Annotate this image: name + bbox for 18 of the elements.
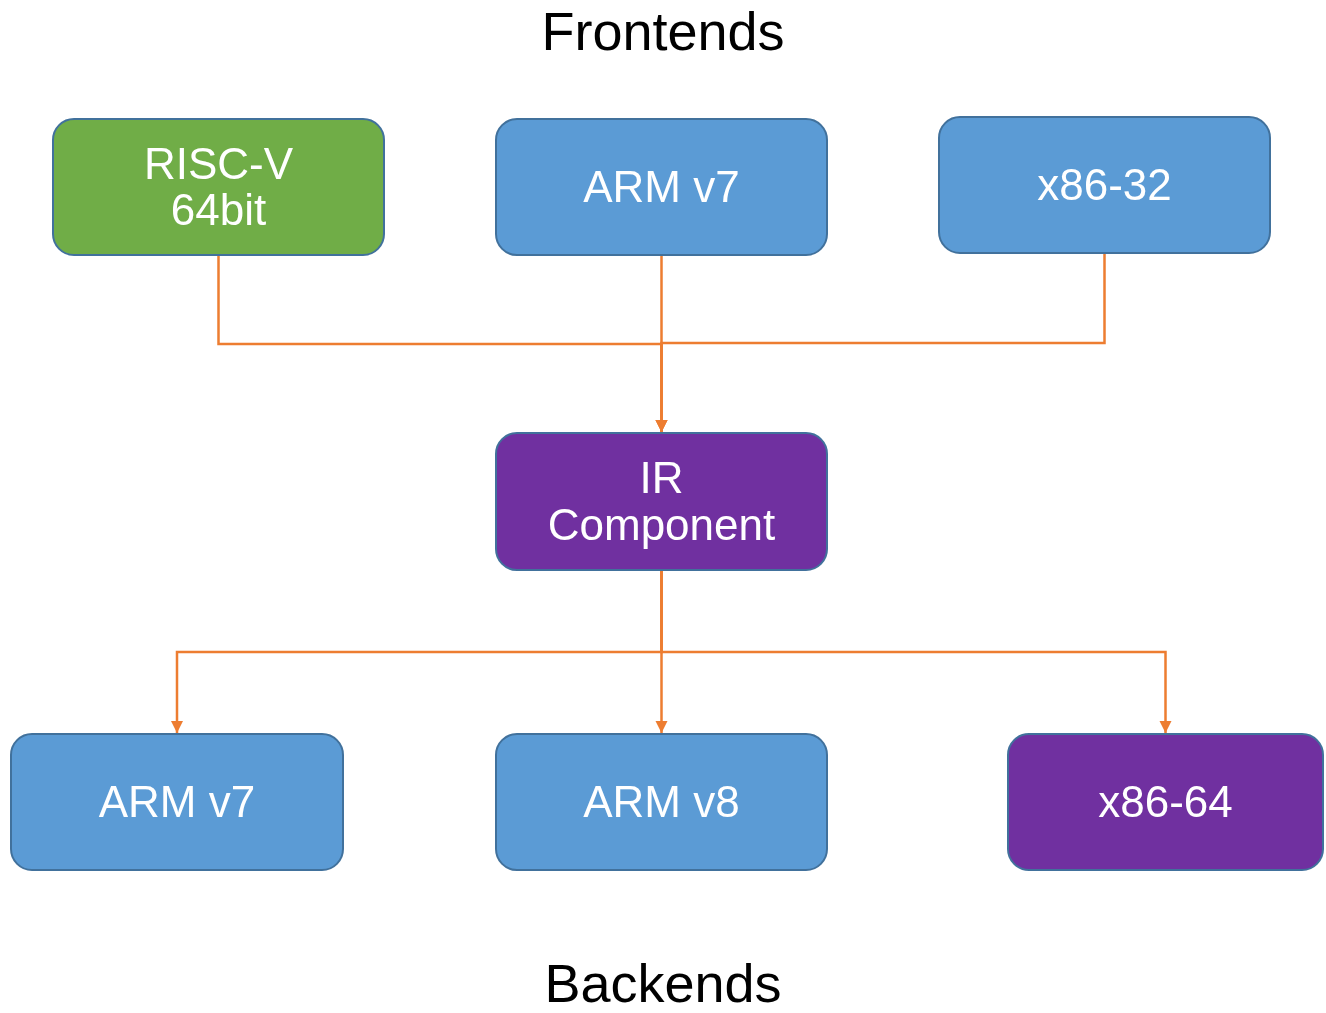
box-label: ARM v8	[583, 778, 740, 826]
box-label: IR Component	[546, 455, 777, 548]
process-box	[1007, 733, 1324, 871]
process-box	[52, 118, 385, 256]
process-box	[495, 733, 828, 871]
process-box	[938, 116, 1271, 254]
process-box	[10, 733, 344, 871]
process-box	[495, 118, 828, 256]
process-box	[495, 432, 828, 571]
arrow	[655, 254, 1106, 432]
box-label: x86-32	[1037, 161, 1172, 209]
arrow	[660, 571, 1172, 733]
box-label: x86-64	[1098, 778, 1233, 826]
caption: Backends	[543, 952, 783, 1013]
title: Frontends	[540, 0, 786, 62]
box-label: ARM v7	[583, 163, 740, 211]
box-label: ARM v7	[98, 778, 256, 826]
box-label: RISC-V 64bit	[142, 140, 295, 234]
